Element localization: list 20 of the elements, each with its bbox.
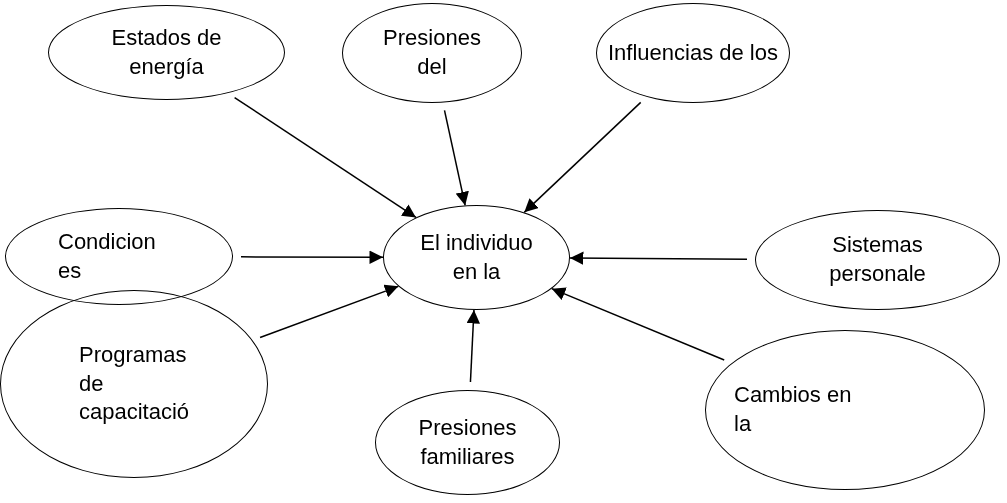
node-label: Presiones familiares	[417, 413, 518, 471]
node-label: El individuo en la	[419, 228, 534, 286]
ellipse-node	[5, 208, 233, 305]
arrow	[233, 96, 417, 219]
node-label: Programas de capacitació	[79, 341, 191, 427]
node-label: Cambios en la	[734, 381, 853, 438]
arrow	[466, 309, 481, 383]
node-label: Sistemas personale	[828, 231, 927, 288]
ellipse-node	[383, 205, 570, 310]
node-label: Estados de energía	[110, 23, 223, 81]
arrow	[569, 251, 748, 265]
node-label: Influencias de los	[608, 38, 778, 67]
arrow	[523, 101, 642, 214]
ellipse-node	[375, 390, 560, 495]
arrow	[259, 284, 400, 339]
arrow	[240, 250, 384, 264]
arrow	[551, 287, 725, 361]
node-label: Condicion es	[58, 227, 157, 285]
arrow	[443, 109, 469, 207]
node-label: Presiones del	[382, 24, 482, 81]
